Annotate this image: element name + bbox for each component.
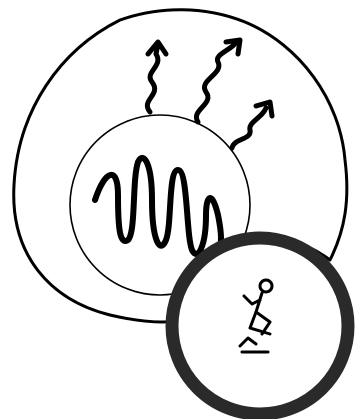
wavy-arrow-icon — [147, 42, 166, 112]
wavy-arrow-icon — [196, 40, 240, 122]
wavy-arrow-icon — [232, 102, 272, 148]
ring-badge-icon — [172, 238, 348, 414]
